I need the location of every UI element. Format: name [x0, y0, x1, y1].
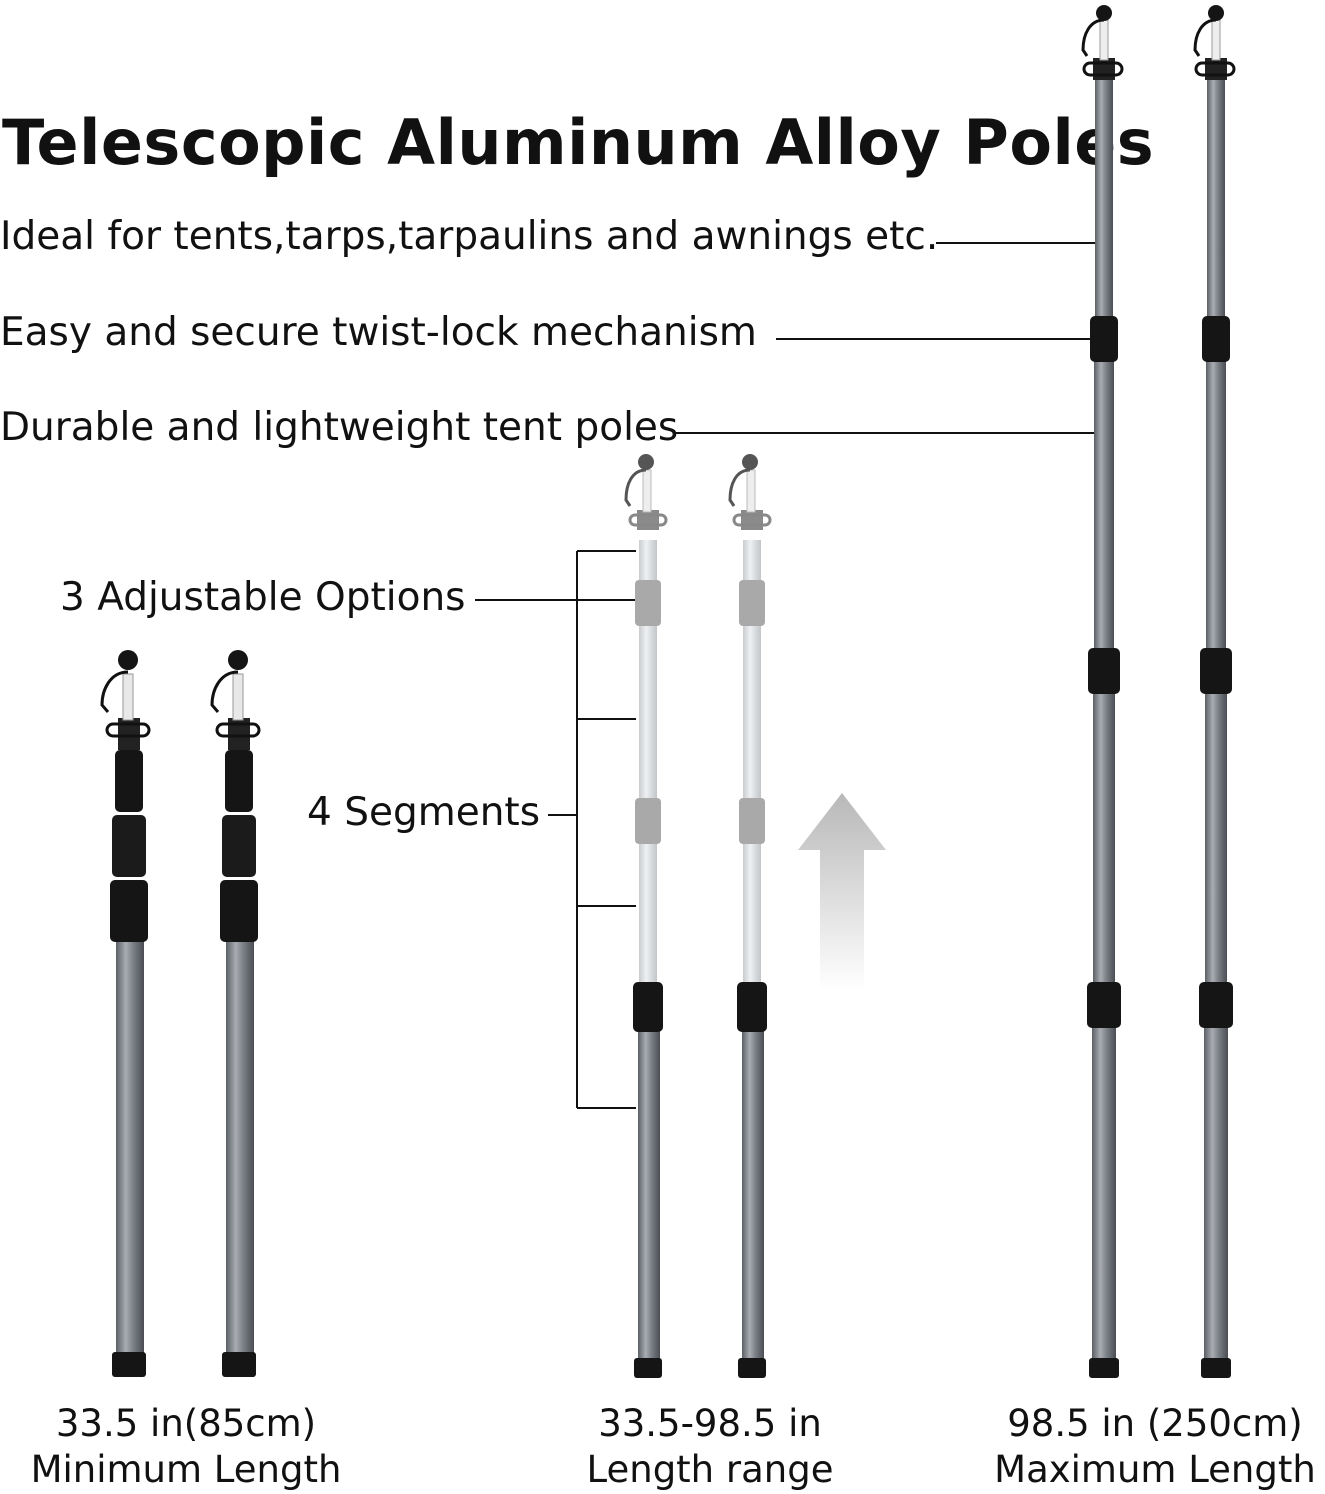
feature-ideal-use: Ideal for tents,tarps,tarpaulins and awn…: [0, 214, 939, 259]
feature-twist-lock: Easy and secure twist-lock mechanism: [0, 310, 757, 355]
feature-durable: Durable and lightweight tent poles: [0, 405, 679, 450]
caption-minimum-label: Minimum Length: [30, 1448, 342, 1491]
callout-adjustable-options: 3 Adjustable Options: [60, 575, 466, 620]
feature-leader-lines: [676, 242, 1096, 434]
pole-maximum-2: [1193, 5, 1236, 1378]
pole-maximum-1: [1081, 5, 1124, 1378]
pole-minimum-1: [100, 650, 151, 1377]
caption-maximum-value: 98.5 in (250cm): [1007, 1402, 1303, 1445]
callout-segments: 4 Segments: [307, 790, 541, 835]
caption-range: 33.5-98.5 in Length range: [540, 1401, 880, 1493]
caption-range-label: Length range: [586, 1448, 834, 1491]
pole-minimum-2: [210, 650, 261, 1377]
caption-range-value: 33.5-98.5 in: [598, 1402, 822, 1445]
pole-range-2: [728, 454, 772, 1378]
caption-minimum: 33.5 in(85cm) Minimum Length: [16, 1401, 356, 1493]
segment-bracket: [475, 550, 636, 1109]
pole-range-1: [624, 454, 668, 1378]
extend-arrow-icon: [798, 793, 886, 990]
page-title: Telescopic Aluminum Alloy Poles: [2, 106, 1155, 179]
caption-maximum: 98.5 in (250cm) Maximum Length: [985, 1401, 1325, 1493]
caption-maximum-label: Maximum Length: [994, 1448, 1316, 1491]
caption-minimum-value: 33.5 in(85cm): [55, 1402, 317, 1445]
